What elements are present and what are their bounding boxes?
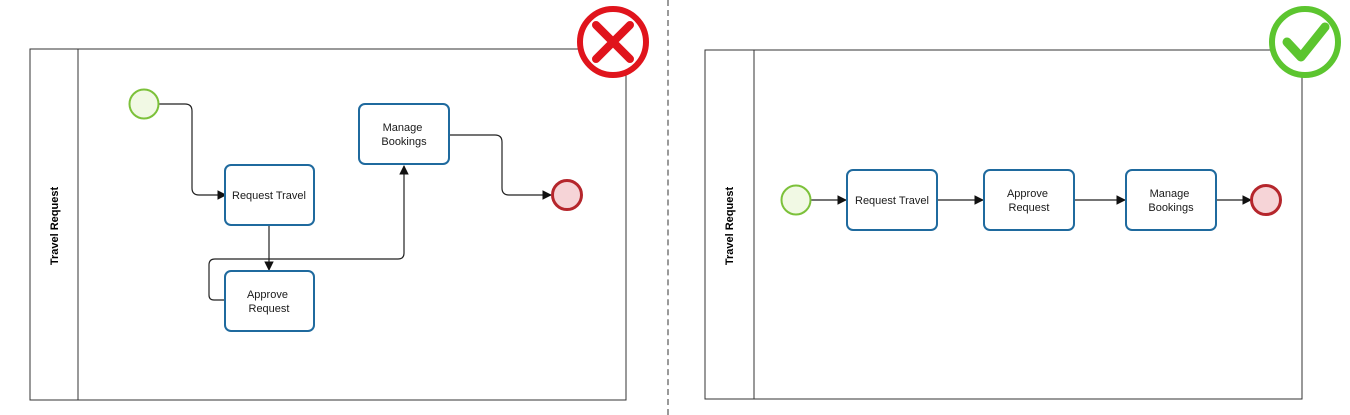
task-label-line-2: Bookings <box>1148 202 1194 214</box>
panel-divider <box>667 0 669 415</box>
task-label-line-1: Approve <box>247 289 288 301</box>
flow-manage-bookings-to-end <box>449 134 552 200</box>
task-label-line-1: Manage <box>1150 188 1190 200</box>
end-event <box>551 179 583 211</box>
correct-diagram-canvas: Travel Request Request Travel Approve Re… <box>704 6 1341 400</box>
svg-text:Request Travel: Request Travel <box>232 190 306 202</box>
task-label-line-2: Request <box>249 303 290 315</box>
incorrect-diagram-panel: Travel Request Request Travel Approve Re… <box>0 0 665 415</box>
lane-label: Travel Request <box>724 187 736 266</box>
pool <box>29 48 627 401</box>
task-approve-request: Approve Request <box>224 270 315 332</box>
start-event <box>780 184 812 216</box>
task-manage-bookings: Manage Bookings <box>1125 169 1217 231</box>
flow-start-to-request-travel <box>159 103 227 200</box>
task-approve-request: Approve Request <box>983 169 1075 231</box>
task-label-line-2: Bookings <box>381 136 427 148</box>
svg-text:Approve Request: Approve Request <box>1007 188 1051 214</box>
task-manage-bookings: Manage Bookings <box>358 103 450 165</box>
svg-text:Manage Bookings: Manage Bookings <box>1148 188 1194 214</box>
flow-approve-to-manage-bookings <box>208 165 409 301</box>
incorrect-diagram-canvas: Travel Request Request Travel Approve Re… <box>29 6 649 401</box>
task-label-line-1: Approve <box>1007 188 1048 200</box>
svg-text:Approve Request: Approve Request <box>247 289 291 315</box>
task-request-travel: Request Travel <box>224 164 315 226</box>
green-check-icon <box>1269 6 1341 78</box>
svg-text:Manage Bookings: Manage Bookings <box>381 122 427 148</box>
task-request-travel: Request Travel <box>846 169 938 231</box>
correct-diagram-panel: Travel Request Request Travel Approve Re… <box>675 0 1350 415</box>
svg-text:Request Travel: Request Travel <box>855 195 929 207</box>
task-label: Request Travel <box>855 195 929 207</box>
start-event <box>128 88 160 120</box>
task-label-line-2: Request <box>1009 202 1050 214</box>
task-label: Request Travel <box>232 190 306 202</box>
lane-label: Travel Request <box>49 187 61 266</box>
red-x-icon <box>577 6 649 78</box>
end-event <box>1250 184 1282 216</box>
task-label-line-1: Manage <box>383 122 423 134</box>
